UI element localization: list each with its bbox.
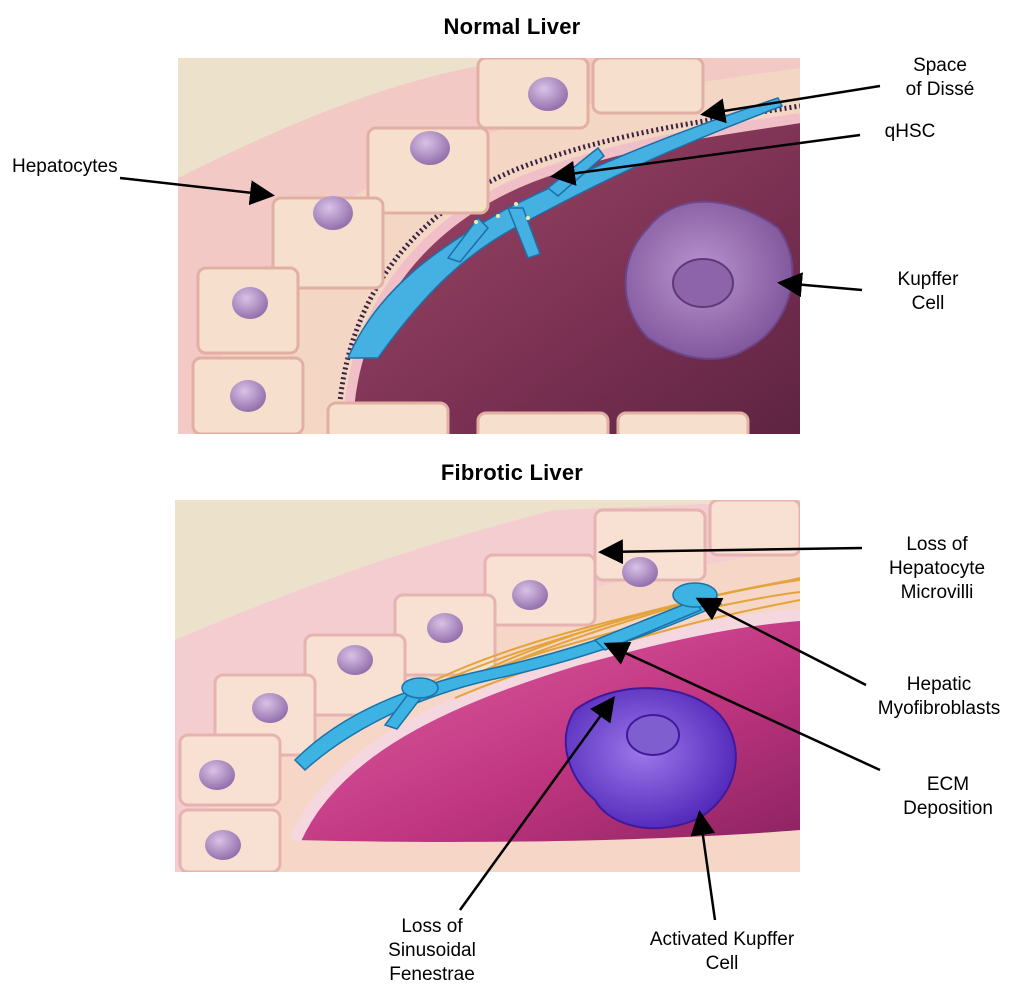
label-fenestrae-line1: Loss of	[362, 915, 502, 939]
label-space-of-disse-line2: of Dissé	[880, 78, 1000, 102]
fibrotic-liver-title: Fibrotic Liver	[0, 460, 1024, 486]
label-activated-kupffer: Activated Kupffer Cell	[612, 928, 832, 976]
label-ecm-deposition: ECM Deposition	[878, 773, 1018, 821]
label-myofibroblasts-line2: Myofibroblasts	[858, 697, 1020, 721]
label-myofibroblasts-line1: Hepatic	[858, 673, 1020, 697]
label-loss-of-microvilli: Loss of Hepatocyte Microvilli	[862, 533, 1012, 605]
label-hepatic-myofibroblasts: Hepatic Myofibroblasts	[858, 673, 1020, 721]
label-activated-kupffer-line1: Activated Kupffer	[612, 928, 832, 952]
label-kupffer-line2: Cell	[868, 292, 988, 316]
fibrotic-liver-illustration	[175, 500, 800, 872]
label-kupffer: Kupffer Cell	[868, 268, 988, 316]
label-kupffer-line1: Kupffer	[868, 268, 988, 292]
label-microvilli-line1: Loss of	[862, 533, 1012, 557]
normal-liver-title: Normal Liver	[0, 14, 1024, 40]
label-fenestrae-line2: Sinusoidal	[362, 939, 502, 963]
label-hepatocytes: Hepatocytes	[12, 155, 118, 179]
label-microvilli-line2: Hepatocyte	[862, 557, 1012, 581]
label-microvilli-line3: Microvilli	[862, 581, 1012, 605]
label-ecm-line1: ECM	[878, 773, 1018, 797]
label-ecm-line2: Deposition	[878, 797, 1018, 821]
normal-liver-illustration	[178, 58, 800, 434]
label-qhsc: qHSC	[860, 120, 960, 144]
label-space-of-disse: Space of Dissé	[880, 54, 1000, 102]
label-space-of-disse-line1: Space	[880, 54, 1000, 78]
label-loss-of-fenestrae: Loss of Sinusoidal Fenestrae	[362, 915, 502, 987]
label-activated-kupffer-line2: Cell	[612, 952, 832, 976]
label-fenestrae-line3: Fenestrae	[362, 963, 502, 987]
